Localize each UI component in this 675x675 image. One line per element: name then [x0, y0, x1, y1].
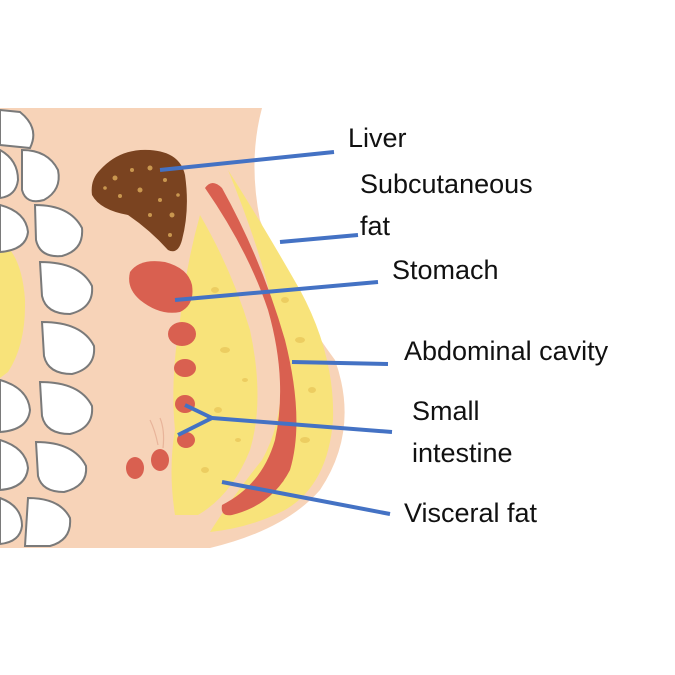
abdominal-cavity-leader-line	[291, 360, 389, 366]
label-visceral-fat: Visceral fat	[404, 498, 538, 528]
small-intestine-leader-line-main	[211, 416, 393, 434]
spine	[0, 108, 96, 547]
subcutaneous-fat-leader-line	[279, 233, 359, 244]
label-small: Small	[412, 396, 480, 426]
leader-lines	[159, 150, 393, 516]
visceral-fat-leader-line	[221, 480, 391, 516]
mesentery-strands	[149, 417, 165, 449]
label-stomach: Stomach	[392, 255, 499, 285]
small-intestine-leader-line-b	[177, 416, 213, 437]
liver-leader-line	[159, 150, 335, 172]
small-intestine-leader-line-a	[184, 403, 213, 420]
label-liver: Liver	[348, 123, 407, 153]
spinal-fat-pad	[0, 240, 26, 378]
label-abdominal-cavity: Abdominal cavity	[404, 336, 609, 366]
abdominal-muscle-band	[205, 183, 297, 516]
liver-shape	[91, 149, 187, 252]
liver-speckles	[103, 165, 180, 237]
stomach-leader-line	[174, 280, 379, 302]
label-intestine: intestine	[412, 438, 513, 468]
label-subcutaneous-fat: fat	[360, 211, 391, 241]
label-subcutaneous: Subcutaneous	[360, 169, 533, 199]
